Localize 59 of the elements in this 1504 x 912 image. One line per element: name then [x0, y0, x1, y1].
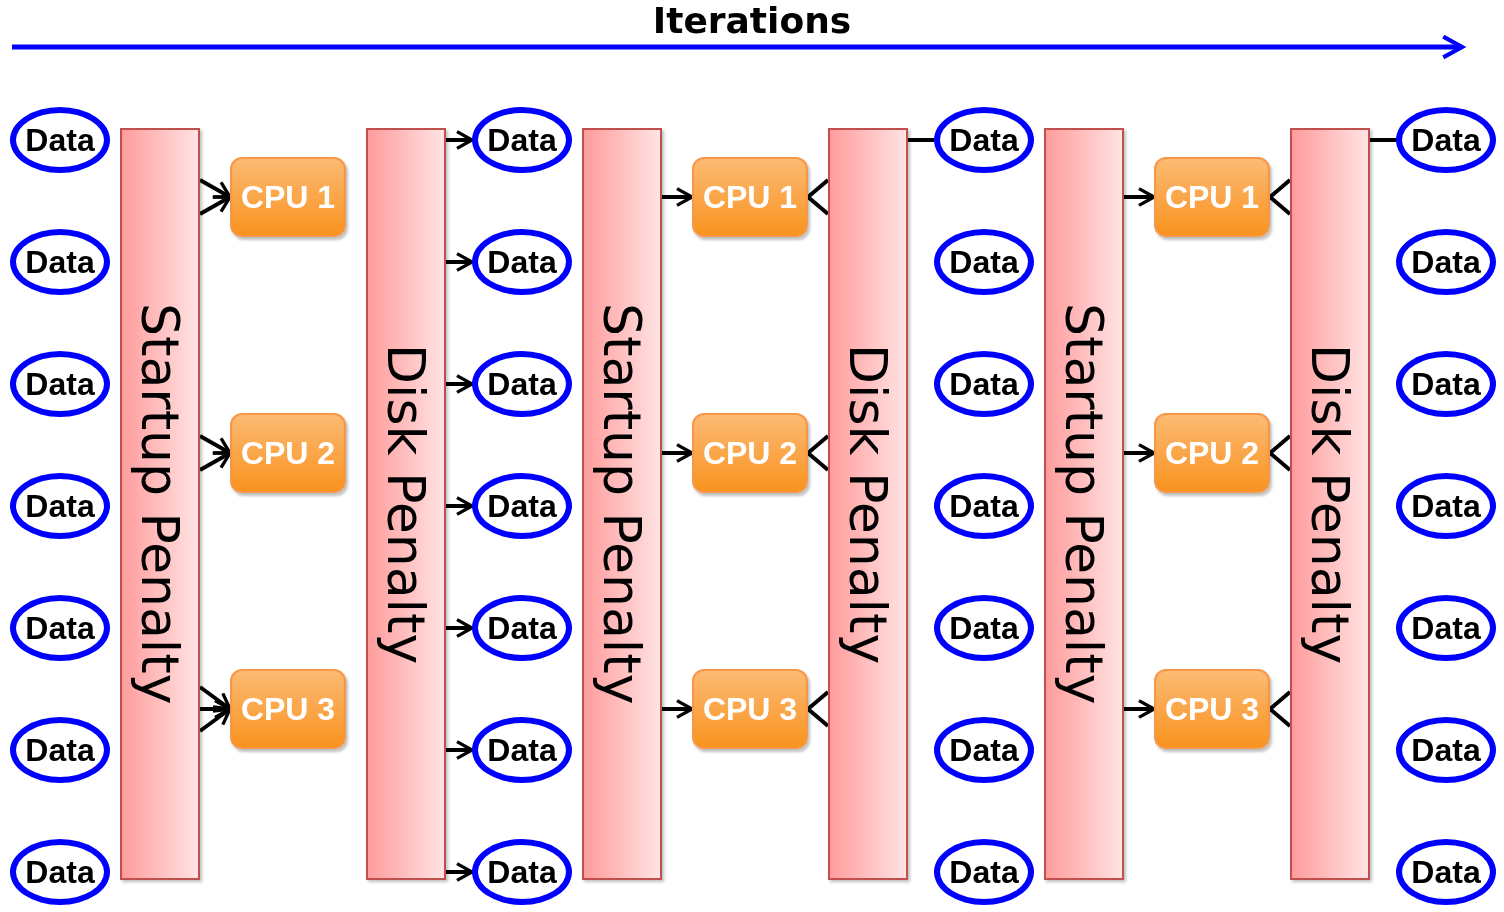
data-ellipse: Data: [10, 473, 110, 539]
penalty-bar: Startup Penalty: [582, 128, 662, 880]
cpu-box: CPU 2: [230, 413, 346, 493]
data-ellipse: Data: [934, 351, 1034, 417]
arrow: [199, 451, 232, 472]
penalty-bar: Disk Penalty: [1290, 128, 1370, 880]
data-ellipse: Data: [934, 839, 1034, 905]
data-ellipse: Data: [1396, 717, 1496, 783]
arrow: [446, 130, 474, 150]
data-ellipse: Data: [10, 717, 110, 783]
arrow: [1124, 187, 1156, 207]
cpu-box: CPU 1: [230, 157, 346, 237]
cpu-box: CPU 2: [1154, 413, 1270, 493]
data-ellipse: Data: [10, 107, 110, 173]
data-ellipse: Data: [934, 229, 1034, 295]
data-ellipse: Data: [934, 107, 1034, 173]
data-ellipse: Data: [472, 473, 572, 539]
data-ellipse: Data: [1396, 229, 1496, 295]
cpu-box: CPU 3: [692, 669, 808, 749]
data-ellipse: Data: [472, 717, 572, 783]
penalty-bar: Startup Penalty: [1044, 128, 1124, 880]
cpu-box: CPU 2: [692, 413, 808, 493]
data-ellipse: Data: [472, 351, 572, 417]
cpu-box: CPU 1: [1154, 157, 1270, 237]
data-ellipse: Data: [1396, 107, 1496, 173]
data-ellipse: Data: [10, 351, 110, 417]
data-ellipse: Data: [1396, 595, 1496, 661]
arrow: [446, 496, 474, 516]
data-ellipse: Data: [10, 229, 110, 295]
arrow: [446, 374, 474, 394]
data-ellipse: Data: [472, 229, 572, 295]
arrow: [1124, 699, 1156, 719]
arrow: [446, 252, 474, 272]
arrow: [662, 443, 694, 463]
data-ellipse: Data: [934, 473, 1034, 539]
penalty-bar: Disk Penalty: [366, 128, 446, 880]
data-ellipse: Data: [1396, 473, 1496, 539]
arrow: [1124, 443, 1156, 463]
data-ellipse: Data: [934, 717, 1034, 783]
data-ellipse: Data: [472, 839, 572, 905]
arrow: [446, 862, 474, 882]
data-ellipse: Data: [10, 839, 110, 905]
axis-label: Iterations: [652, 0, 852, 41]
arrow: [446, 740, 474, 760]
cpu-box: CPU 1: [692, 157, 808, 237]
arrow: [446, 618, 474, 638]
data-ellipse: Data: [934, 595, 1034, 661]
penalty-bar: Startup Penalty: [120, 128, 200, 880]
penalty-bar: Disk Penalty: [828, 128, 908, 880]
arrow: [662, 187, 694, 207]
data-ellipse: Data: [10, 595, 110, 661]
data-ellipse: Data: [472, 107, 572, 173]
data-ellipse: Data: [1396, 839, 1496, 905]
data-ellipse: Data: [472, 595, 572, 661]
cpu-box: CPU 3: [1154, 669, 1270, 749]
cpu-box: CPU 3: [230, 669, 346, 749]
data-ellipse: Data: [1396, 351, 1496, 417]
arrow: [662, 699, 694, 719]
arrow: [199, 195, 232, 216]
